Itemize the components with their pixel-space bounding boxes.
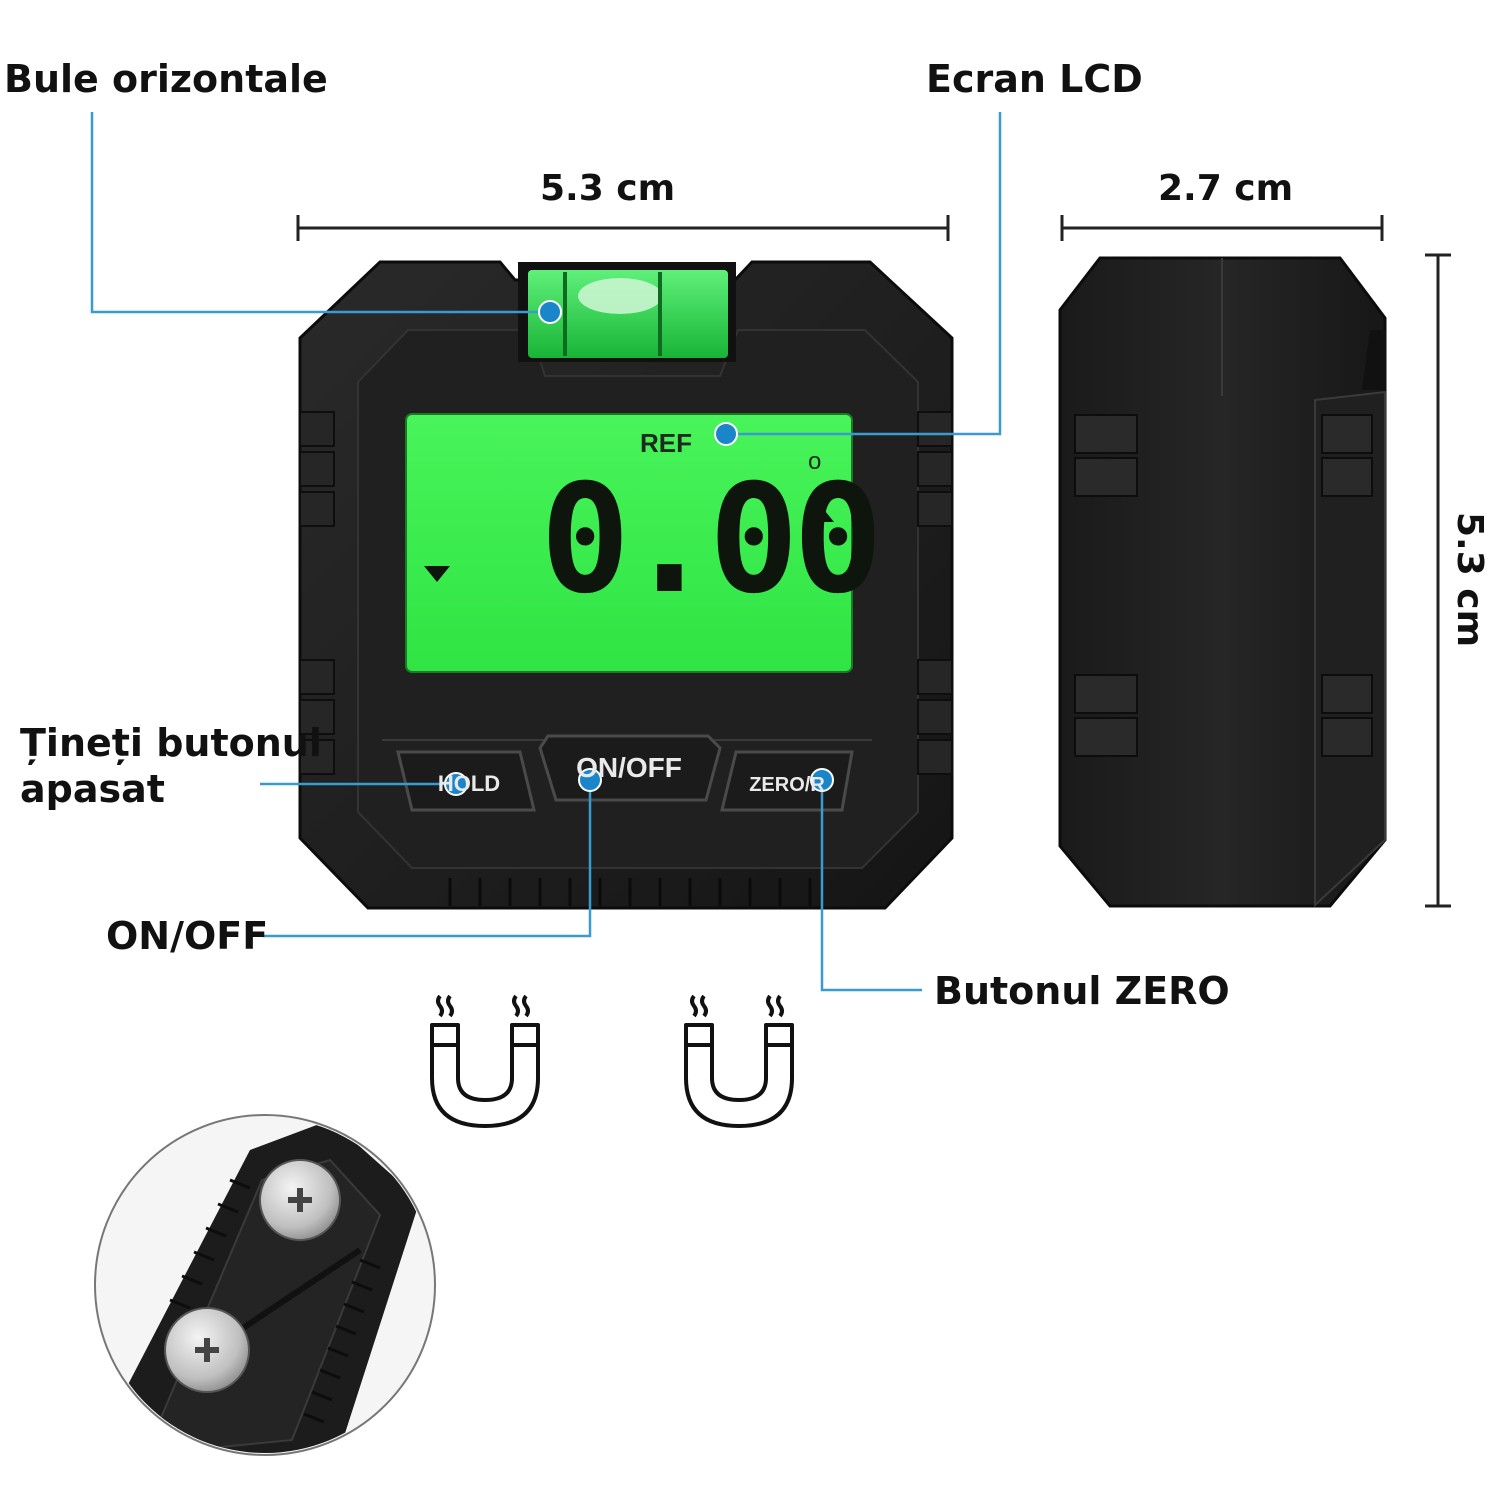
zero-button-shape bbox=[720, 750, 854, 812]
screw-icon bbox=[164, 1307, 250, 1393]
front-device bbox=[298, 260, 954, 910]
right-grip bbox=[917, 411, 953, 775]
dimension-lines bbox=[296, 215, 1451, 908]
callout-hold-line-2: apasat bbox=[20, 767, 165, 811]
bubble-vial bbox=[518, 262, 736, 362]
magnet-icon bbox=[684, 994, 794, 1128]
left-grip bbox=[299, 411, 335, 775]
callout-on-off: ON/OFF bbox=[106, 914, 269, 958]
lcd-screen bbox=[405, 413, 853, 673]
side-grip bbox=[1074, 414, 1373, 757]
callout-bubble-level: Bule orizontale bbox=[4, 57, 328, 101]
hold-button[interactable]: HOLD bbox=[437, 771, 501, 796]
lcd-reading: 0.00 bbox=[540, 453, 883, 627]
callout-dots bbox=[444, 300, 834, 796]
lcd-ref-label: REF bbox=[640, 428, 692, 458]
bottom-grip bbox=[448, 878, 812, 906]
callout-hold-line-1: Țineți butonul bbox=[20, 721, 322, 765]
callout-lines bbox=[90, 112, 1002, 992]
magnet-icon bbox=[430, 994, 540, 1128]
screw-icon bbox=[259, 1159, 341, 1241]
side-width-label: 2.7 cm bbox=[1158, 168, 1294, 209]
height-label: 5.3 cm bbox=[1449, 512, 1490, 648]
callout-hold-button: Țineți butonul apasat bbox=[20, 720, 322, 812]
lcd-degree-symbol: o bbox=[808, 448, 822, 475]
side-body bbox=[1058, 256, 1387, 908]
zero-button[interactable]: ZERO/R bbox=[749, 774, 825, 796]
magnetic-base-detail bbox=[94, 1114, 436, 1456]
on-off-button[interactable]: ON/OFF bbox=[576, 752, 682, 783]
lcd-arrow-down-icon bbox=[424, 566, 450, 582]
lcd-arrow-up-icon bbox=[808, 506, 834, 522]
callout-zero-button: Butonul ZERO bbox=[934, 969, 1230, 1013]
callout-lcd-screen: Ecran LCD bbox=[926, 57, 1143, 101]
side-device bbox=[1058, 256, 1387, 908]
front-width-label: 5.3 cm bbox=[540, 168, 676, 209]
